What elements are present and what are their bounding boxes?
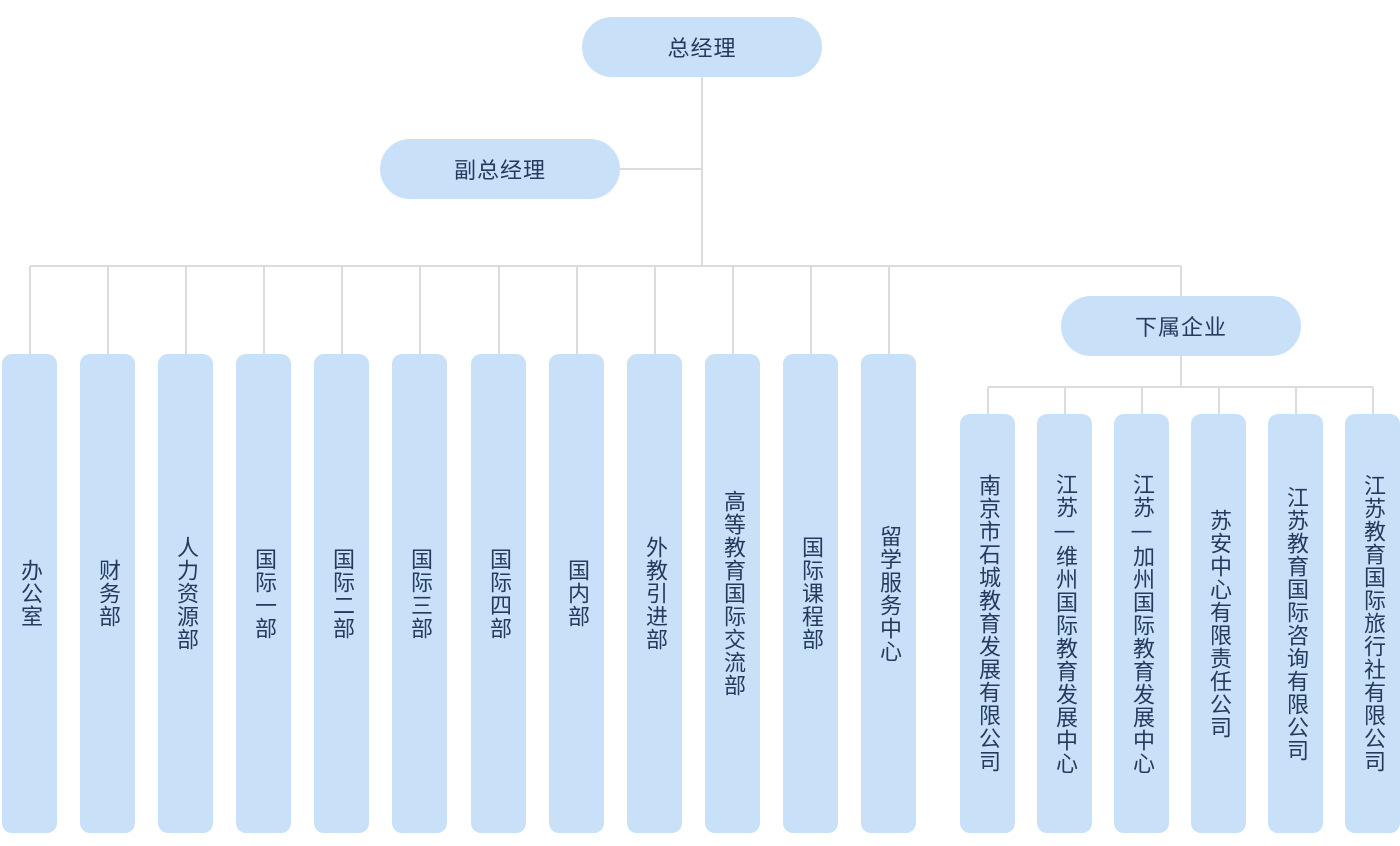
subsidiary-label: 南京市石城教育发展有限公司	[975, 474, 1000, 773]
subsidiary-label: 苏安中心有限责任公司	[1206, 508, 1231, 739]
department-label: 人力资源部	[173, 536, 198, 651]
department-label: 国际一部	[251, 547, 276, 640]
subsidiary-node: 江苏—维州国际教育发展中心	[1037, 414, 1092, 833]
department-node: 国际一部	[236, 354, 291, 833]
department-node: 高等教育国际交流部	[705, 354, 760, 833]
subsidiary-label: 江苏—加州国际教育发展中心	[1129, 472, 1154, 775]
department-label: 留学服务中心	[876, 524, 901, 663]
subsidiary-label: 江苏教育国际旅行社有限公司	[1360, 474, 1385, 773]
subsidiary-node: 南京市石城教育发展有限公司	[960, 414, 1015, 833]
department-node: 人力资源部	[158, 354, 213, 833]
department-label: 国际三部	[407, 547, 432, 640]
department-label: 外教引进部	[642, 536, 667, 651]
department-label: 财务部	[95, 559, 120, 628]
department-node: 办公室	[2, 354, 57, 833]
node-label: 副总经理	[453, 159, 546, 184]
department-node: 国际三部	[392, 354, 447, 833]
department-node: 国际二部	[314, 354, 369, 833]
subsidiary-label: 江苏教育国际咨询有限公司	[1283, 485, 1308, 762]
department-node: 国内部	[549, 354, 604, 833]
department-label: 高等教育国际交流部	[720, 490, 745, 697]
subsidiary-node: 江苏教育国际咨询有限公司	[1268, 414, 1323, 833]
subsidiary-node: 江苏—加州国际教育发展中心	[1114, 414, 1169, 833]
general-manager-node: 总经理	[582, 17, 822, 77]
department-node: 外教引进部	[627, 354, 682, 833]
subsidiary-label: 江苏—维州国际教育发展中心	[1052, 472, 1077, 775]
department-label: 国内部	[564, 559, 589, 628]
subsidiary-node: 江苏教育国际旅行社有限公司	[1345, 414, 1400, 833]
node-label: 下属企业	[1134, 316, 1227, 341]
department-label: 办公室	[17, 559, 42, 628]
department-node: 留学服务中心	[861, 354, 916, 833]
department-node: 财务部	[80, 354, 135, 833]
department-label: 国际课程部	[798, 536, 823, 651]
node-label: 总经理	[667, 37, 737, 62]
department-label: 国际二部	[329, 547, 354, 640]
department-node: 国际四部	[471, 354, 526, 833]
subsidiaries-group-node: 下属企业	[1061, 296, 1301, 356]
subsidiary-node: 苏安中心有限责任公司	[1191, 414, 1246, 833]
deputy-general-manager-node: 副总经理	[380, 139, 620, 199]
department-node: 国际课程部	[783, 354, 838, 833]
department-label: 国际四部	[486, 547, 511, 640]
